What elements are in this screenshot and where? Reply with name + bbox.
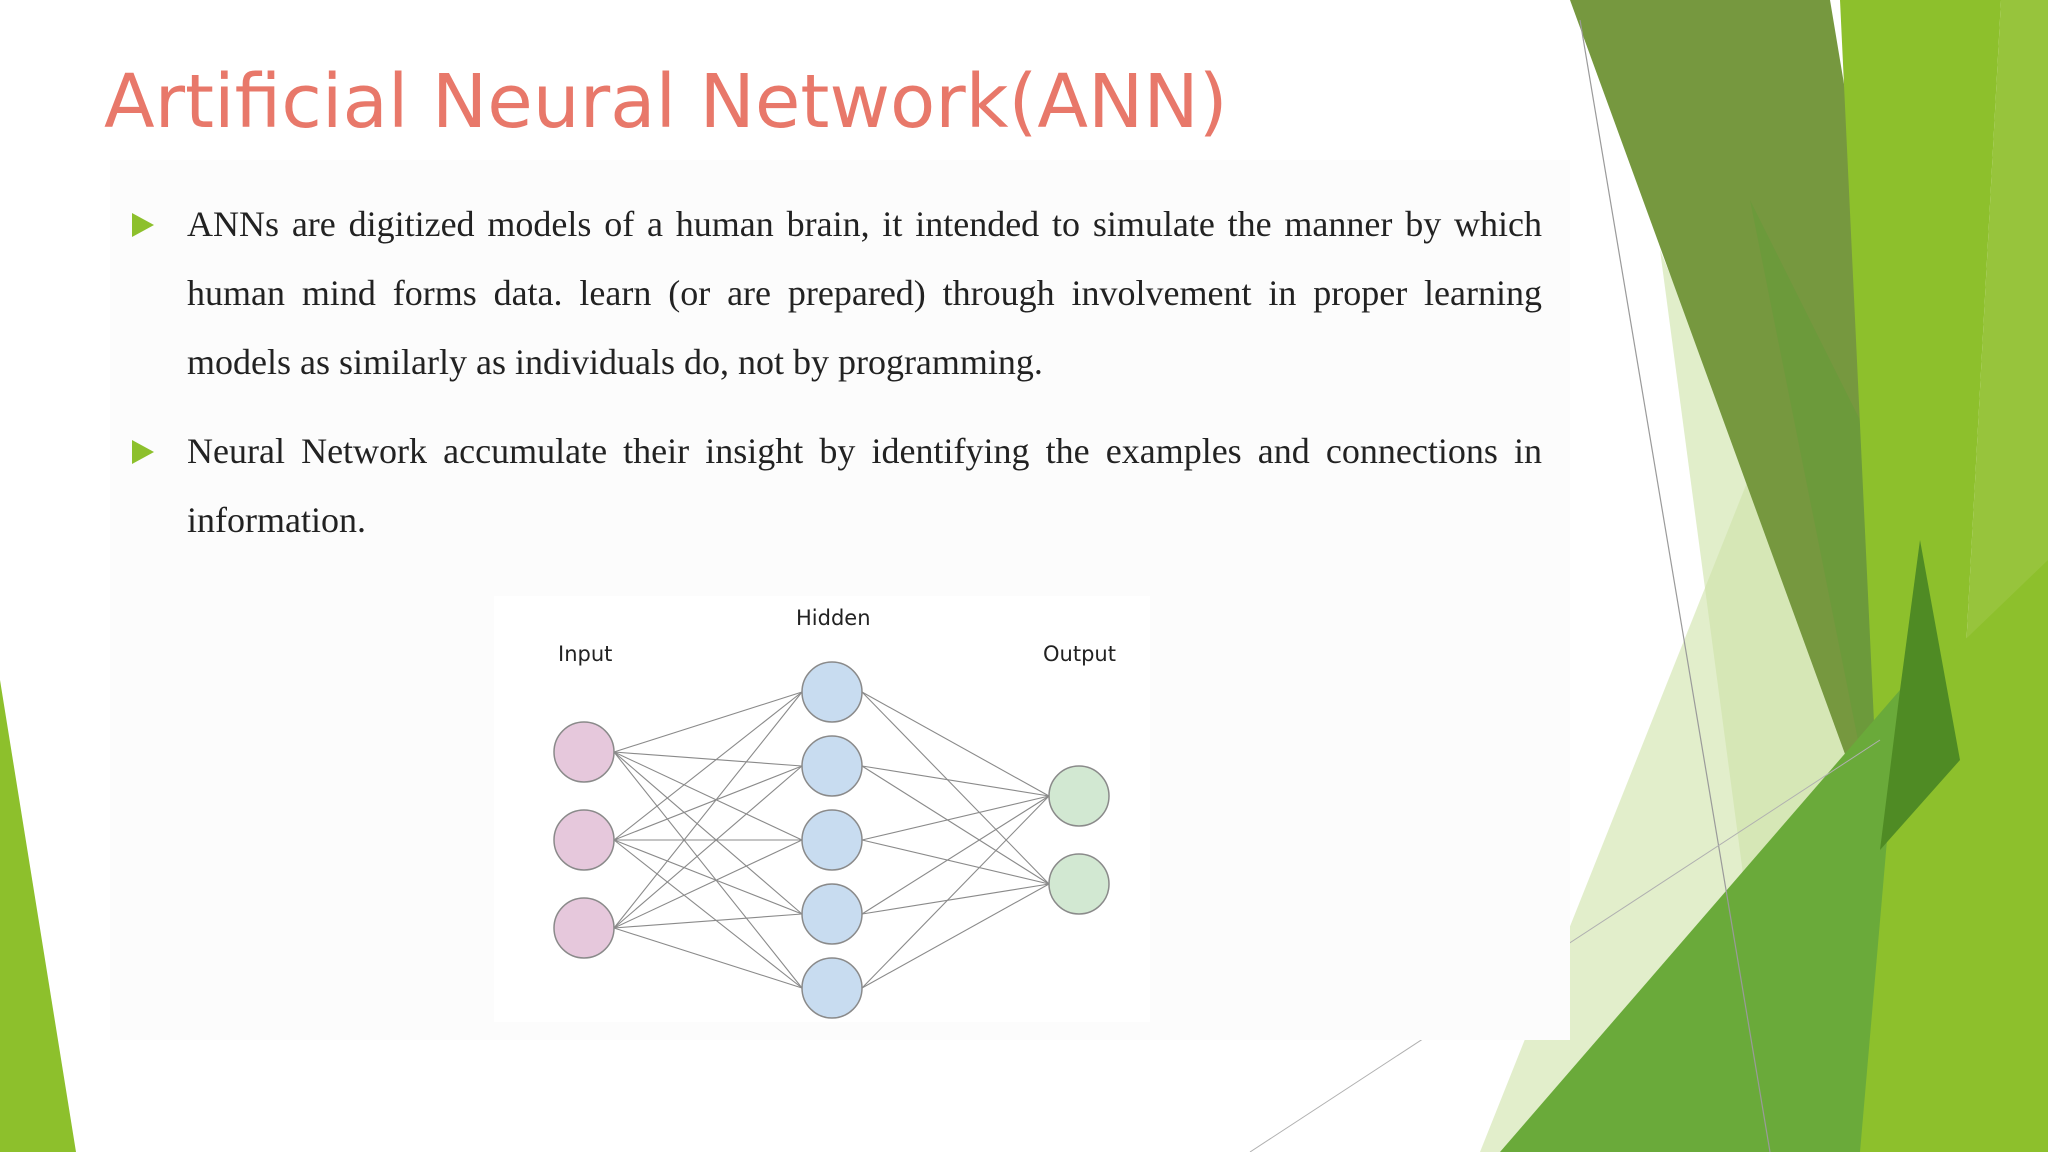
- input-layer-label: Input: [558, 642, 613, 666]
- connection-line: [861, 765, 1050, 797]
- connection-line: [613, 691, 803, 753]
- neural-network-graph: [553, 661, 1110, 1019]
- connection-line: [861, 883, 1050, 989]
- hidden-node: [801, 957, 863, 1019]
- connection-line: [613, 691, 803, 841]
- connection-line: [613, 691, 803, 929]
- bullet-item: Neural Network accumulate their insight …: [130, 417, 1542, 555]
- hidden-node: [801, 661, 863, 723]
- connection-line: [861, 839, 1050, 885]
- connection-line: [861, 795, 1050, 841]
- connection-line: [861, 883, 1050, 915]
- output-layer-label: Output: [1043, 642, 1116, 666]
- bullet-text: ANNs are digitized models of a human bra…: [187, 204, 1542, 382]
- output-node: [1048, 853, 1110, 915]
- network-nodes: [553, 661, 1110, 1019]
- connection-line: [613, 751, 803, 841]
- slide-title: Artificial Neural Network(ANN): [104, 59, 1228, 145]
- hidden-node: [801, 735, 863, 797]
- hidden-layer-label: Hidden: [796, 606, 871, 630]
- network-connections: [613, 691, 1050, 989]
- connection-line: [861, 691, 1050, 885]
- connection-line: [613, 751, 803, 767]
- connection-line: [613, 913, 803, 929]
- connection-line: [613, 839, 803, 929]
- connection-line: [861, 691, 1050, 797]
- connection-line: [861, 795, 1050, 915]
- input-node: [553, 897, 615, 959]
- connection-line: [613, 839, 803, 915]
- output-node: [1048, 765, 1110, 827]
- connection-line: [613, 839, 803, 989]
- bullet-list: ANNs are digitized models of a human bra…: [130, 190, 1542, 575]
- neural-network-diagram: Input Hidden Output: [494, 596, 1150, 1022]
- bullet-text: Neural Network accumulate their insight …: [187, 431, 1542, 540]
- hidden-node: [801, 883, 863, 945]
- connection-line: [613, 751, 803, 989]
- connection-line: [613, 765, 803, 841]
- hidden-node: [801, 809, 863, 871]
- input-node: [553, 809, 615, 871]
- triangle-bullet-icon: [132, 213, 154, 237]
- triangle-bullet-icon: [132, 440, 154, 464]
- connection-line: [613, 765, 803, 929]
- input-node: [553, 721, 615, 783]
- connection-line: [861, 795, 1050, 989]
- connection-line: [613, 751, 803, 915]
- bullet-item: ANNs are digitized models of a human bra…: [130, 190, 1542, 397]
- connection-line: [613, 927, 803, 989]
- connection-line: [861, 765, 1050, 885]
